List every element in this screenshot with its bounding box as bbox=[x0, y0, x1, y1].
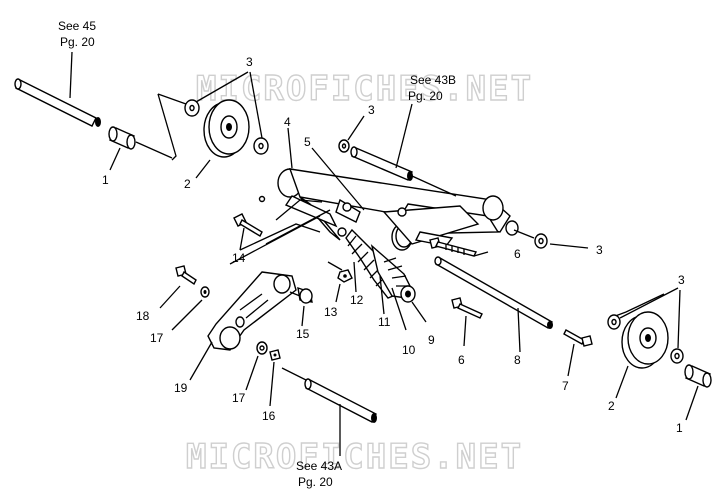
callout-15: 15 bbox=[296, 327, 310, 341]
leader-4 bbox=[287, 127, 293, 169]
leader-17-lower bbox=[245, 355, 259, 391]
callout-8: 8 bbox=[514, 353, 521, 367]
washer-lower-right-a bbox=[607, 314, 621, 330]
leader-see43b bbox=[395, 103, 413, 169]
rear-arm-assembly bbox=[277, 168, 519, 251]
leader-3-f bbox=[677, 289, 681, 349]
callout-2-upper: 2 bbox=[184, 177, 191, 191]
leader-11 bbox=[379, 275, 385, 315]
callout-13: 13 bbox=[324, 305, 338, 319]
leader-3-a bbox=[195, 71, 249, 103]
callout-17-lower: 17 bbox=[232, 391, 246, 405]
leader-14 bbox=[239, 227, 245, 251]
small-bolt-top bbox=[258, 195, 266, 203]
upper-left-axle-shaft bbox=[14, 78, 101, 127]
leader-10 bbox=[391, 287, 407, 331]
leader-6-upper bbox=[473, 251, 489, 257]
alignment-bracket-left bbox=[157, 93, 177, 161]
leader-18 bbox=[159, 285, 181, 309]
callout-16: 16 bbox=[262, 409, 276, 423]
leader-1-upper bbox=[109, 147, 121, 171]
leader-16 bbox=[269, 361, 275, 407]
callout-4: 4 bbox=[284, 115, 291, 129]
leader-8 bbox=[517, 307, 521, 353]
pin-lower-centerline bbox=[281, 367, 307, 381]
shaft-8 bbox=[434, 256, 553, 329]
callout-2-lower: 2 bbox=[608, 399, 615, 413]
washer-upper-middle bbox=[338, 139, 350, 153]
leader-7 bbox=[567, 343, 575, 377]
ref-see43b-page: Pg. 20 bbox=[408, 89, 443, 103]
ref-see43a: See 43A bbox=[296, 459, 342, 473]
callout-3-right: 3 bbox=[596, 243, 603, 257]
bolt-6-lower bbox=[451, 297, 483, 319]
bolt-14 bbox=[233, 213, 263, 237]
callout-7: 7 bbox=[562, 379, 569, 393]
bolt-18 bbox=[175, 265, 197, 286]
leader-6-lower bbox=[463, 315, 467, 347]
callout-11: 11 bbox=[378, 315, 391, 329]
callout-1-upper: 1 bbox=[102, 173, 109, 187]
washer-lower-right-b bbox=[670, 348, 684, 364]
leader-3-d bbox=[549, 243, 589, 249]
watermark-top: MICROFICHES.NET bbox=[196, 69, 533, 109]
callout-17-upper: 17 bbox=[150, 331, 164, 345]
callout-9: 9 bbox=[428, 333, 435, 347]
bushing-lower bbox=[684, 364, 712, 388]
pin-upper-right bbox=[350, 146, 413, 181]
callout-3-lower-right: 3 bbox=[678, 273, 685, 287]
callout-3-upper-left: 3 bbox=[246, 55, 253, 69]
washer-17-upper bbox=[200, 286, 210, 298]
washer-upper-left bbox=[184, 99, 200, 117]
ref-see43a-page: Pg. 20 bbox=[298, 475, 333, 489]
pin-lower-see43a bbox=[304, 378, 377, 423]
torsion-spring-assembly bbox=[345, 228, 416, 303]
pin-centerline bbox=[411, 175, 457, 197]
callout-18: 18 bbox=[136, 309, 150, 323]
callout-10: 10 bbox=[402, 343, 416, 357]
leader-3-c bbox=[347, 115, 365, 141]
leader-15 bbox=[301, 305, 305, 327]
callout-3-upper-mid: 3 bbox=[368, 103, 375, 117]
leader-12 bbox=[353, 261, 357, 293]
leader-2-upper bbox=[195, 159, 211, 179]
callout-14: 14 bbox=[232, 251, 246, 265]
leader-see45 bbox=[69, 51, 73, 99]
callout-6-upper: 6 bbox=[514, 247, 521, 261]
leader-2-lower bbox=[615, 365, 629, 399]
leader-13 bbox=[335, 283, 341, 303]
spacer-15 bbox=[297, 286, 313, 304]
callout-19: 19 bbox=[174, 381, 188, 395]
watermark-bottom: MICROFICHES.NET bbox=[186, 437, 523, 477]
washer-upper-right bbox=[253, 137, 269, 155]
leader-1-lower bbox=[685, 385, 699, 421]
leader-3-b bbox=[249, 71, 263, 139]
callout-6-lower: 6 bbox=[458, 353, 465, 367]
ref-see45: See 45 bbox=[58, 19, 96, 33]
washer-arm-right bbox=[534, 233, 548, 249]
bolt-7 bbox=[563, 329, 593, 347]
callout-12: 12 bbox=[350, 293, 364, 307]
leader-5 bbox=[311, 147, 365, 211]
leader-17-upper bbox=[171, 299, 203, 331]
ref-see45-page: Pg. 20 bbox=[60, 35, 95, 49]
callout-5: 5 bbox=[304, 135, 311, 149]
bolt-6-upper bbox=[429, 237, 478, 257]
link-plate-19 bbox=[207, 271, 297, 351]
callout-1-lower: 1 bbox=[676, 421, 683, 435]
phantom-line-upper bbox=[275, 199, 323, 221]
nut-16 bbox=[269, 349, 281, 361]
ref-see43b: See 43B bbox=[410, 73, 456, 87]
leader-9 bbox=[411, 301, 427, 323]
leader-3-e bbox=[619, 287, 679, 319]
bushing-upper bbox=[108, 126, 136, 150]
washer-17-lower bbox=[256, 341, 268, 355]
leader-19 bbox=[189, 341, 213, 381]
bushing-centerline bbox=[135, 141, 173, 159]
nut-13 bbox=[337, 269, 353, 283]
idler-wheel-lower bbox=[621, 311, 669, 369]
idler-wheel-upper bbox=[203, 99, 250, 158]
